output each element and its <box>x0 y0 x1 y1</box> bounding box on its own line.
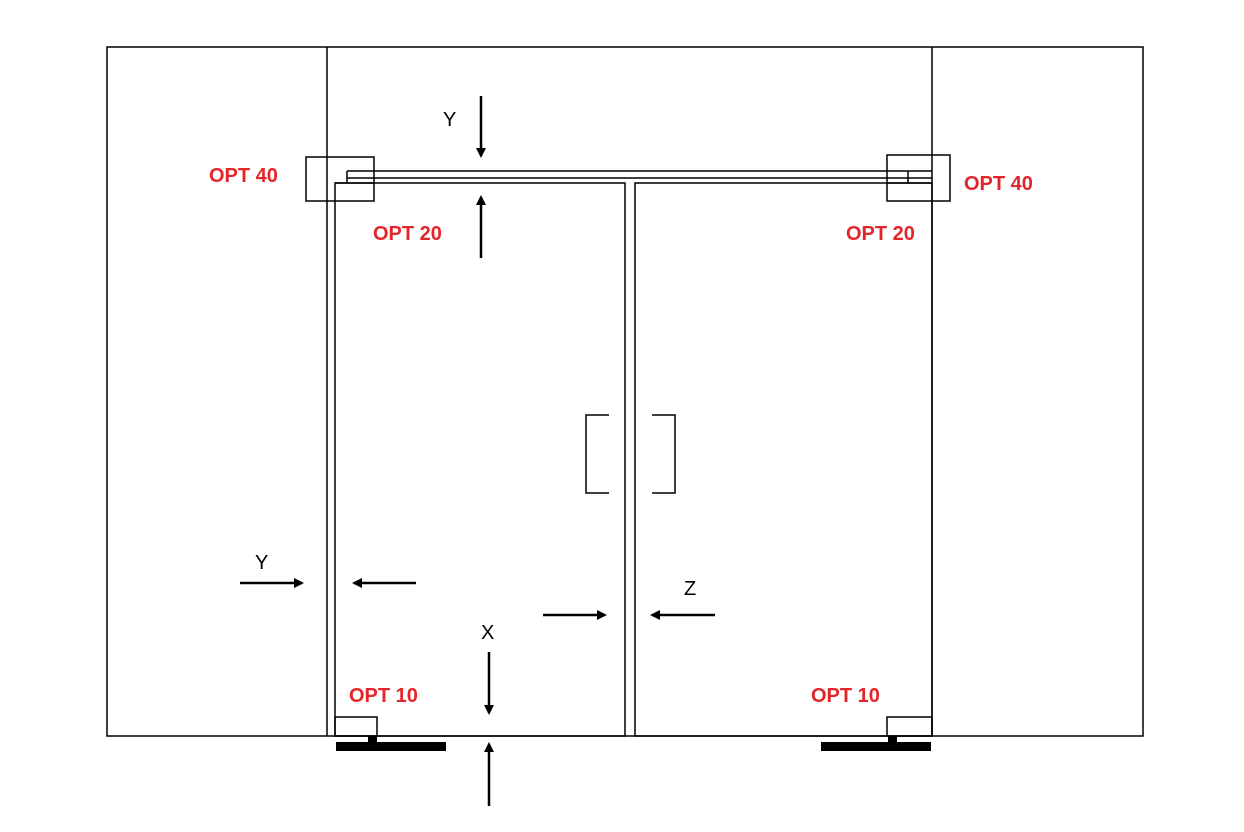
left-floor-plate <box>336 742 446 751</box>
opt10-right-label: OPT 10 <box>811 685 880 707</box>
left-door-handle <box>585 414 609 494</box>
bottom-gap-label: X <box>481 622 494 644</box>
right-door-handle <box>652 414 676 494</box>
opt10-left-pivot <box>334 716 378 737</box>
top-gap-label: Y <box>443 109 456 131</box>
side-gap-label: Y <box>255 552 268 574</box>
center-gap-label: Z <box>684 578 696 600</box>
opt40-right-fitting <box>886 154 951 202</box>
opt40-right-label: OPT 40 <box>964 173 1033 195</box>
right-floor-pin <box>888 736 897 743</box>
opt20-left-label: OPT 20 <box>373 223 442 245</box>
left-door-panel <box>334 182 626 737</box>
right-floor-plate <box>821 742 931 751</box>
opt10-right-pivot <box>886 716 933 737</box>
opt40-left-label: OPT 40 <box>209 165 278 187</box>
opt40-left-fitting <box>305 156 375 202</box>
left-floor-pin <box>368 736 377 743</box>
opt20-right-label: OPT 20 <box>846 223 915 245</box>
right-door-panel <box>634 182 933 737</box>
opt10-left-label: OPT 10 <box>349 685 418 707</box>
